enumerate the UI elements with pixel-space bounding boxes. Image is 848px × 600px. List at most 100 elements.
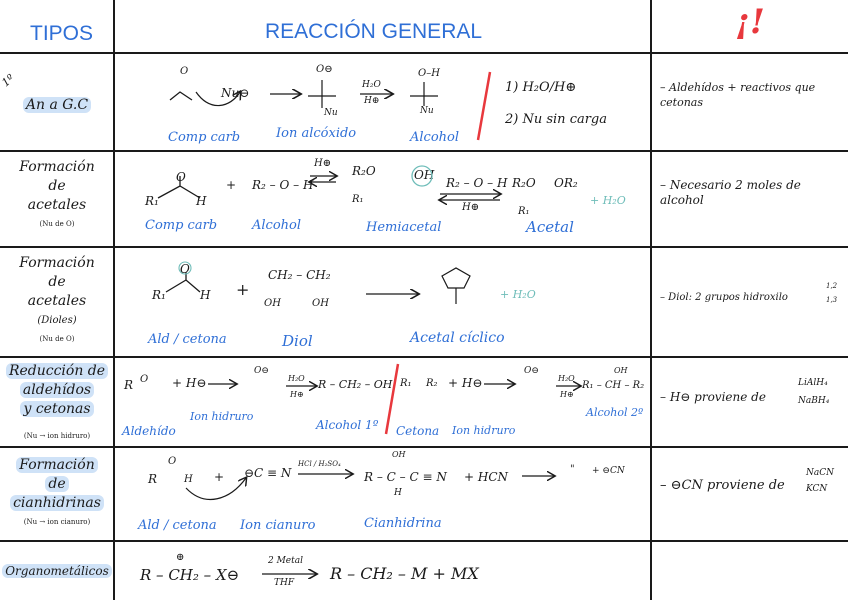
reaction-atom: O⊖ <box>254 366 269 376</box>
reaction-product: R – CH₂ – M + MX <box>330 564 479 583</box>
reaction-atom: O⊖ <box>316 64 333 75</box>
compound-label: Alcohol <box>252 218 302 233</box>
reaction-atom: O⊖ <box>524 366 539 376</box>
type-line: Reducción de <box>2 362 112 381</box>
row-note: – H⊖ proviene de <box>660 390 766 404</box>
reaction-atom: R₁ <box>352 194 364 205</box>
header-tipos: TIPOS <box>30 22 94 45</box>
reaction-reagent: R₂ – O – H <box>446 176 508 190</box>
type-small: (Nu → ion cianuro) <box>23 518 91 526</box>
reaction-atom: O <box>168 456 177 467</box>
reaction-atom: O <box>140 374 149 385</box>
compound-label: Acetal <box>526 218 574 236</box>
reaction-condition: 2 Metal <box>268 556 303 566</box>
row-type: Formación de acetales (Dioles) (Nu de O) <box>2 254 112 349</box>
type-line: de <box>48 178 66 194</box>
type-small: (Nu de O) <box>39 220 75 228</box>
note-option: 1,2 <box>826 282 838 290</box>
reaction-atom: OR₂ <box>554 176 578 190</box>
type-small: (Nu de O) <box>39 335 75 343</box>
compound-label: Ald / cetona <box>148 332 227 347</box>
type-line: acetales <box>27 293 87 309</box>
reaction-atom: R <box>124 378 134 392</box>
reaction-product: R₁ – CH – R₂ <box>582 380 645 391</box>
reaction-atom: R₂O <box>352 164 376 178</box>
header-alert: ¡! <box>735 2 765 42</box>
row-type: Organometálicos <box>2 562 112 581</box>
reaction-condition: H⊕ <box>560 390 574 399</box>
reaction-atom: Nu <box>420 106 434 116</box>
grid-line <box>0 446 848 448</box>
compound-label: Comp carb <box>145 218 218 233</box>
compound-label: Ion cianuro <box>240 518 316 533</box>
reaction-atom: H <box>394 488 402 498</box>
note-option: LiAlH₄ <box>798 378 828 388</box>
row-type: Formación de cianhidrinas (Nu → ion cian… <box>2 456 112 532</box>
reaction-condition: H₂O <box>288 374 305 383</box>
reaction-atom: R₁ <box>152 288 166 302</box>
type-line: Formación <box>19 255 95 271</box>
reaction-atom: OH <box>312 298 329 309</box>
reaction-plus: + <box>236 280 250 299</box>
type-small: (Nu → ion hidruro) <box>23 432 91 440</box>
reaction-plus: + <box>226 178 237 192</box>
reaction-charge: ⊕ <box>176 552 185 563</box>
reaction-reagent: + H⊖ <box>448 376 483 390</box>
type-line: (Dioles) <box>37 315 77 326</box>
type-line: Formación <box>19 159 95 175</box>
row-note: – Necesario 2 moles de alcohol <box>660 178 801 207</box>
type-line: Organometálicos <box>2 564 112 578</box>
row-type: An a G.C <box>2 96 112 115</box>
reaction-atom: R₁ <box>400 378 412 389</box>
row-note: – Aldehídos + reactivos que cetonas <box>660 81 816 109</box>
reaction-condition: H⊕ <box>364 96 380 106</box>
reaction-quote: " <box>570 464 575 475</box>
reaction-product: R – CH₂ – OH <box>318 378 393 391</box>
compound-label: Cianhidrina <box>364 516 442 531</box>
type-line: de <box>48 274 66 290</box>
reaction-condition: H⊕ <box>290 390 304 399</box>
reaction-reagent: Nu⊖ <box>221 86 250 100</box>
row-type: Reducción de aldehídos y cetonas (Nu → i… <box>2 362 112 446</box>
reaction-atom: R₁ <box>145 194 159 208</box>
reaction-atom: O–H <box>418 68 440 79</box>
note-option: NaBH₄ <box>798 396 830 406</box>
reaction-reagent: + H⊖ <box>172 376 207 390</box>
compound-label: Alcohol 2º <box>586 406 644 419</box>
reaction-atom: O <box>180 66 189 77</box>
type-line: acetales <box>27 197 87 213</box>
grid-line <box>650 0 652 600</box>
reaction-condition: H⊕ <box>314 158 332 169</box>
grid-line <box>0 150 848 152</box>
note-option: 1,3 <box>826 296 838 304</box>
compound-label: Aldehído <box>122 424 176 438</box>
extra-step: 1) H₂O/H⊕ <box>505 80 577 95</box>
reaction-atom: H <box>196 194 207 208</box>
reaction-condition: THF <box>274 578 295 588</box>
type-line: de <box>2 475 112 494</box>
grid-line <box>0 356 848 358</box>
reaction-condition: H₂O <box>362 80 381 90</box>
compound-label: Alcohol <box>410 130 460 145</box>
header-reaccion: REACCIÓN GENERAL <box>265 20 483 43</box>
extra-step: 2) Nu sin carga <box>505 112 608 127</box>
reaction-atom: R <box>148 472 158 486</box>
compound-label: Alcohol 1º <box>316 418 379 432</box>
compound-label: Hemiacetal <box>366 220 442 235</box>
compound-label: Ion hidruro <box>452 424 516 437</box>
type-line: y cetonas <box>2 400 112 419</box>
reaction-reagent: R₂ – O – H <box>252 178 314 192</box>
compound-label: Ion alcóxido <box>276 126 357 141</box>
grid-line <box>0 246 848 248</box>
reaction-reactant: R – CH₂ – X⊖ <box>140 566 240 584</box>
reaction-product: R – C – C ≡ N <box>364 470 447 484</box>
compound-label: Ald / cetona <box>138 518 217 533</box>
row-side-mark: 1º <box>0 71 17 90</box>
type-line: Formación <box>2 456 112 475</box>
type-line: aldehídos <box>2 381 112 400</box>
reaction-atom: O <box>176 170 186 184</box>
note-option: KCN <box>806 484 828 494</box>
reaction-atom: R₂O <box>512 176 536 190</box>
reaction-condition: HCl / H₂SO₄ <box>298 460 341 468</box>
compound-label: Acetal cíclico <box>410 330 505 346</box>
